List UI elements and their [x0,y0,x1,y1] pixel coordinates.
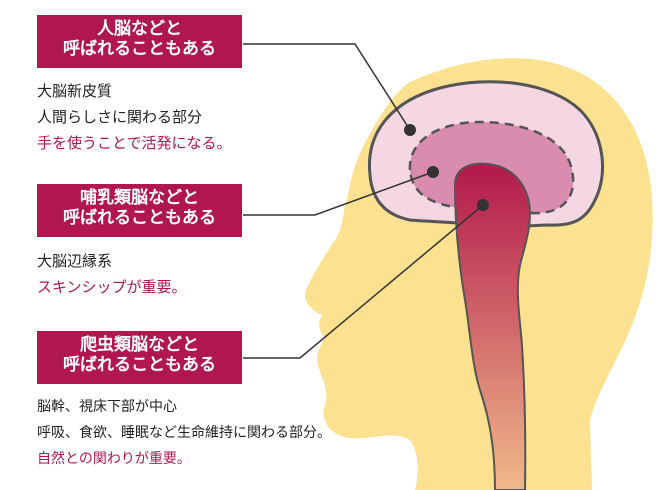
label-reptile-brain: 爬虫類脳などと 呼ばれることもある [37,331,242,384]
label-mammal-brain: 哺乳類脳などと 呼ばれることもある [37,184,242,237]
marker-limbic [427,166,439,178]
desc-mammal-brain-accent: スキンシップが重要。 [37,278,187,296]
label-human-brain-line-2: 呼ばれることもある [63,39,216,59]
marker-cerebrum [404,124,416,136]
desc-human-brain-line-1: 大脳新皮質 [37,82,113,100]
desc-human-brain: 大脳新皮質 人間らしさに関わる部分 手を使うことで活発になる。 [37,78,232,156]
label-mammal-brain-line-1: 哺乳類脳などと [80,188,199,208]
desc-reptile-brain: 脳幹、視床下部が中心 呼吸、食欲、睡眠など生命維持に関わる部分。 自然との関わり… [37,394,331,472]
leader-line-1 [243,43,411,131]
leader-line-2 [243,171,434,216]
desc-reptile-brain-line-2: 呼吸、食欲、睡眠など生命維持に関わる部分。 [37,425,331,441]
desc-mammal-brain: 大脳辺縁系 スキンシップが重要。 [37,248,187,300]
label-reptile-brain-line-2: 呼ばれることもある [63,355,216,375]
desc-mammal-brain-line-1: 大脳辺縁系 [37,252,113,270]
brainstem [453,162,531,490]
label-reptile-brain-line-1: 爬虫類脳などと [80,335,199,355]
label-human-brain-line-1: 人脳などと [97,19,182,39]
marker-brainstem [477,199,489,211]
desc-reptile-brain-accent: 自然との関わりが重要。 [37,451,191,467]
desc-reptile-brain-line-1: 脳幹、視床下部が中心 [37,399,177,415]
label-mammal-brain-line-2: 呼ばれることもある [63,208,216,228]
label-human-brain: 人脳などと 呼ばれることもある [37,15,242,68]
leader-line-3 [243,204,484,359]
desc-human-brain-line-2: 人間らしさに関わる部分 [37,108,203,126]
desc-human-brain-accent: 手を使うことで活発になる。 [37,134,232,152]
